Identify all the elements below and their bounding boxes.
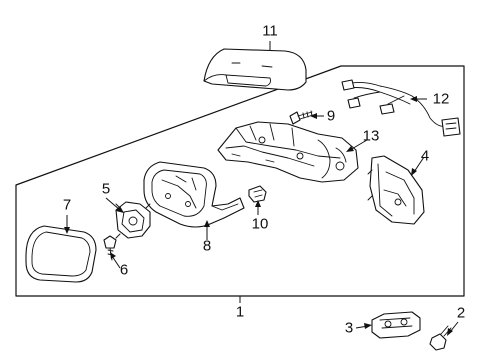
callout-7: 7 bbox=[63, 197, 71, 214]
callout-13: 13 bbox=[363, 128, 380, 145]
mirror-mounting-bracket[interactable] bbox=[217, 121, 359, 183]
callout-labels: 11 12 9 13 4 5 7 6 8 10 1 3 2 bbox=[63, 23, 465, 337]
callout-6: 6 bbox=[120, 262, 128, 279]
mirror-backing-housing[interactable] bbox=[367, 155, 425, 225]
callout-9: 9 bbox=[327, 108, 335, 125]
callout-5: 5 bbox=[102, 181, 110, 198]
callout-1: 1 bbox=[236, 304, 244, 321]
callout-4: 4 bbox=[421, 148, 429, 165]
leader-lines bbox=[64, 41, 459, 336]
mirror-glass[interactable] bbox=[25, 225, 97, 283]
mirror-harness[interactable] bbox=[341, 79, 461, 137]
callout-12: 12 bbox=[433, 91, 450, 108]
callout-8: 8 bbox=[203, 238, 211, 255]
callout-3: 3 bbox=[345, 320, 353, 337]
mirror-motor-actuator[interactable] bbox=[115, 201, 151, 239]
mirror-clip[interactable] bbox=[248, 185, 267, 203]
mirror-cover-cap[interactable] bbox=[203, 48, 307, 91]
callout-2: 2 bbox=[457, 305, 465, 322]
mirror-bracket-bolt[interactable] bbox=[289, 110, 314, 125]
mirror-mounting-bracket[interactable] bbox=[371, 311, 421, 339]
callout-10: 10 bbox=[252, 216, 269, 233]
callout-11: 11 bbox=[262, 23, 278, 40]
mirror-housing-frame[interactable] bbox=[143, 161, 245, 228]
